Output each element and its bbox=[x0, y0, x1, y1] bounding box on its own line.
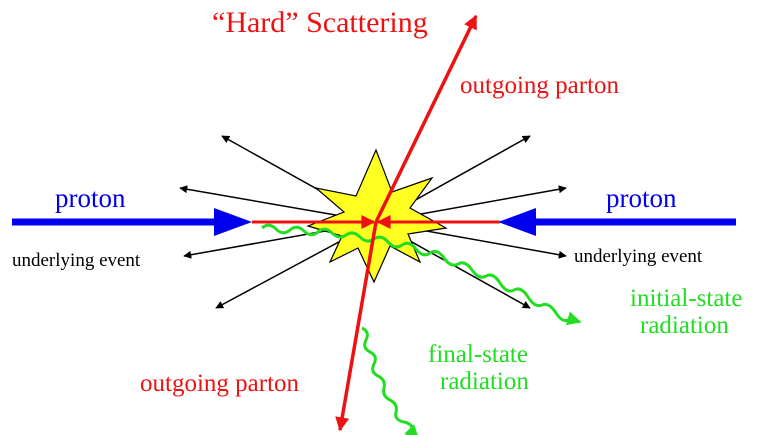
final-state-label-line2: radiation bbox=[440, 368, 529, 395]
diagram-title: “Hard” Scattering bbox=[212, 6, 428, 39]
final-state-radiation-path bbox=[362, 328, 418, 435]
underlying-event-left-label: underlying event bbox=[12, 250, 141, 271]
final-state-label-line1: final-state bbox=[428, 341, 528, 368]
initial-state-radiation-path bbox=[262, 225, 580, 322]
outgoing-parton-bottom-label: outgoing parton bbox=[140, 370, 300, 397]
proton-right-label: proton bbox=[606, 183, 677, 213]
proton-left-label: proton bbox=[55, 183, 126, 213]
outgoing-parton-up bbox=[376, 16, 476, 222]
proton-right-arrowhead bbox=[498, 208, 536, 236]
underlying-event-right-label: underlying event bbox=[574, 246, 703, 267]
outgoing-parton-top-label: outgoing parton bbox=[460, 72, 620, 99]
proton-left-arrowhead bbox=[214, 208, 252, 236]
initial-state-label-line2: radiation bbox=[640, 312, 729, 339]
initial-state-label-line1: initial-state bbox=[630, 285, 742, 312]
